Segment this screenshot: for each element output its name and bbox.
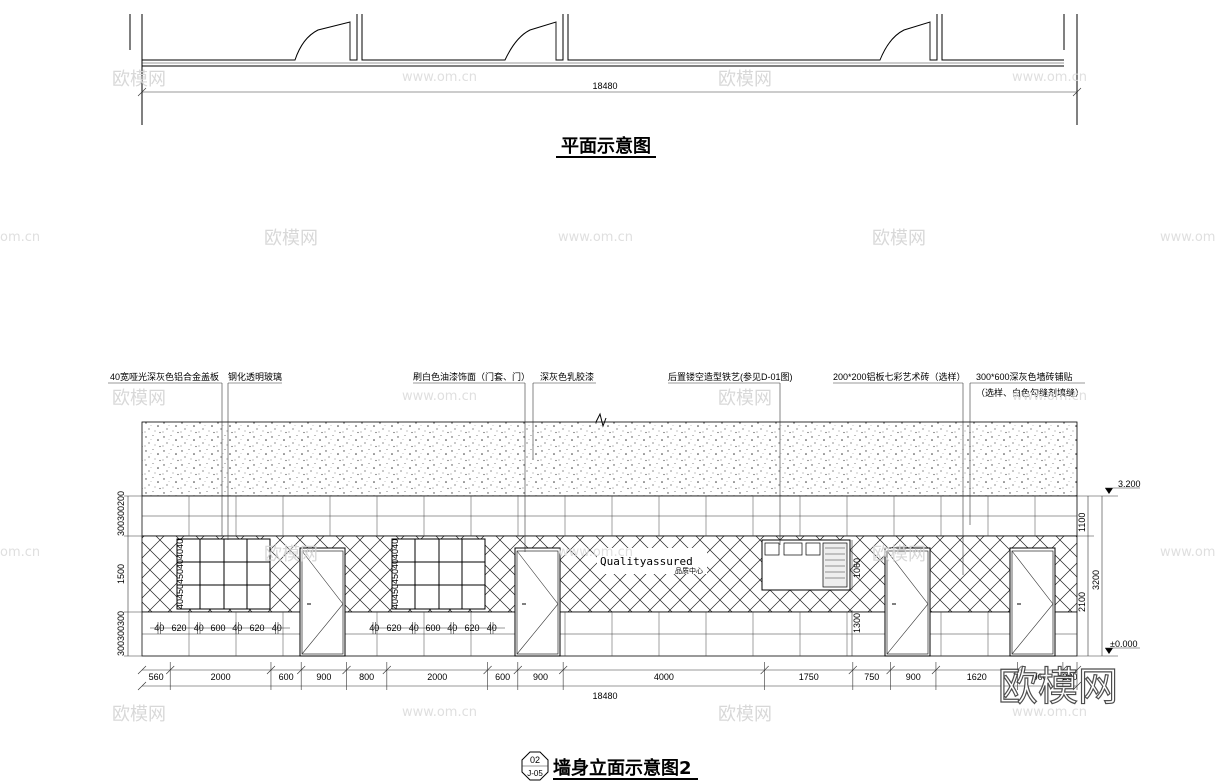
note-leaders: [108, 382, 1085, 575]
door-3: [884, 547, 931, 657]
note-glass: 钢化透明玻璃: [228, 371, 282, 382]
sign-text: Qualityassured: [600, 555, 693, 568]
elevation-title: 墙身立面示意图2: [553, 757, 692, 779]
watermark-url-short: om.cn: [0, 230, 40, 245]
bottom-dim-label: 560: [149, 672, 164, 682]
window-1: [176, 538, 271, 610]
bottom-dim-label: 2000: [427, 672, 447, 682]
sign-subtext: 品质中心: [675, 566, 703, 575]
bottom-dim-label: 800: [359, 672, 374, 682]
elevation-total-dim: 18480: [592, 691, 617, 701]
door-4: [1009, 547, 1056, 657]
bottom-dim-label: 600: [279, 672, 294, 682]
left-dims-mid: 1500: [116, 564, 126, 584]
watermark-brand: 欧模网: [872, 544, 926, 565]
door-height-dim: 1300: [852, 613, 862, 633]
note-wall-tile: 300*600深灰色墙砖铺贴: [976, 371, 1073, 382]
window-dim-label: 40: [447, 623, 457, 633]
badge-bottom: J-05: [527, 769, 543, 778]
watermark-url: www.om.cn: [402, 705, 477, 720]
watermark-url: www.om.cn: [558, 545, 633, 560]
watermark-brand: 欧模网: [264, 544, 318, 565]
bottom-dim-label: 900: [533, 672, 548, 682]
plan-title: 平面示意图: [561, 135, 651, 157]
bottom-dim-label: 4000: [654, 672, 674, 682]
watermark-brand: 欧模网: [718, 388, 772, 409]
note-aluminum-cover: 40宽哑光深灰色铝合金盖板: [110, 371, 219, 382]
window-dim-label: 40: [409, 623, 419, 633]
vent-grille: [761, 539, 851, 591]
window-dim-label: 600: [210, 623, 225, 633]
watermark-url: www.om.cn: [1160, 230, 1215, 245]
elevation-title-badge: 02 J-05: [521, 751, 549, 781]
note-grey-latex: 深灰色乳胶漆: [540, 371, 594, 382]
watermark-brand: 欧模网: [718, 704, 772, 725]
watermark-url: www.om.cn: [402, 389, 477, 404]
plan-total-dim: 18480: [592, 81, 617, 91]
bottom-dim-label: 1750: [799, 672, 819, 682]
left-dims-upper: 300300200: [116, 491, 126, 536]
window-dim-label: 40: [369, 623, 379, 633]
window-dim-label: 40: [194, 623, 204, 633]
bottom-dim-label: 900: [1033, 672, 1048, 682]
watermark-brand: 欧模网: [112, 704, 166, 725]
window-dim-label: 40: [154, 623, 164, 633]
window-1-width-dims: 40 620 40 600 40 620 40: [154, 622, 282, 634]
watermark-url: www.om.cn: [1012, 70, 1087, 85]
watermark-url: www.om.cn: [558, 230, 633, 245]
bottom-dim-label: 900: [316, 672, 331, 682]
window-2-width-dims: 40 620 40 600 40 620 40: [369, 622, 497, 634]
watermark-url: www.om.cn: [402, 70, 477, 85]
bottom-dim-label: 600: [495, 672, 510, 682]
window-dim-label: 40: [232, 623, 242, 633]
plan-view: 18480 平面示意图: [129, 14, 1082, 158]
watermark-url-short: om.cn: [0, 545, 40, 560]
watermark-brand: 欧模网: [264, 228, 318, 249]
bottom-dim-label: 280: [1062, 672, 1077, 682]
door-2: [514, 547, 561, 657]
door-1: [299, 547, 346, 657]
bottom-dim-label: 2000: [211, 672, 231, 682]
watermarks: 欧模网 www.om.cn 欧模网 www.om.cn om.cn 欧模网 ww…: [0, 69, 1215, 725]
watermark-url: www.om.cn: [1012, 705, 1087, 720]
right-dim-3200: 3200: [1091, 570, 1101, 590]
note-art-brick: 200*200铝板七彩艺术砖（选样）: [833, 371, 966, 382]
right-dim-2100: 2100: [1077, 592, 1087, 612]
window-1-vert-dims: 40450450404040: [175, 539, 185, 609]
watermark-url: www.om.cn: [1160, 545, 1215, 560]
window-dim-label: 620: [171, 623, 186, 633]
sign-box: [597, 548, 707, 574]
badge-top: 02: [530, 755, 540, 765]
level-top: 3.200: [1118, 479, 1141, 489]
watermark-brand-large: 欧模网: [998, 664, 1118, 710]
bottom-dimension-chain: 560 2000 600 900 800 2000 600 900 4000 1750 750 900…: [137, 662, 1082, 690]
elevation-view: Qualityassured 品质中心: [108, 371, 1141, 781]
window-dim-label: 40: [272, 623, 282, 633]
left-dims-lower: 300300300: [116, 611, 126, 656]
window-2: [391, 538, 486, 610]
note-white-paint: 刷白色油漆饰面（门套、门）: [413, 371, 530, 382]
bottom-dim-label: 1620: [967, 672, 987, 682]
window-dim-label: 620: [386, 623, 401, 633]
note-wall-tile-2: （选样、白色勾缝剂填缝）: [976, 387, 1084, 398]
watermark-brand: 欧模网: [112, 388, 166, 409]
right-dim-1100: 1100: [1077, 513, 1087, 532]
window-2-vert-dims: 40450450404040: [390, 539, 400, 609]
window-dim-label: 620: [249, 623, 264, 633]
watermark-brand: 欧模网: [872, 228, 926, 249]
bottom-dim-label: 900: [906, 672, 921, 682]
window-dim-label: 620: [464, 623, 479, 633]
window-dim-label: 40: [487, 623, 497, 633]
level-bottom: ±0.000: [1110, 639, 1137, 649]
note-iron-art: 后置镂空造型铁艺(参见D-01图): [668, 371, 793, 382]
watermark-url: www.om.cn: [1012, 389, 1087, 404]
bottom-dim-label: 750: [864, 672, 879, 682]
watermark-brand: 欧模网: [718, 69, 772, 90]
window-dim-label: 600: [425, 623, 440, 633]
watermark-brand: 欧模网: [112, 69, 166, 90]
vent-height-dim: 1060: [852, 558, 862, 578]
